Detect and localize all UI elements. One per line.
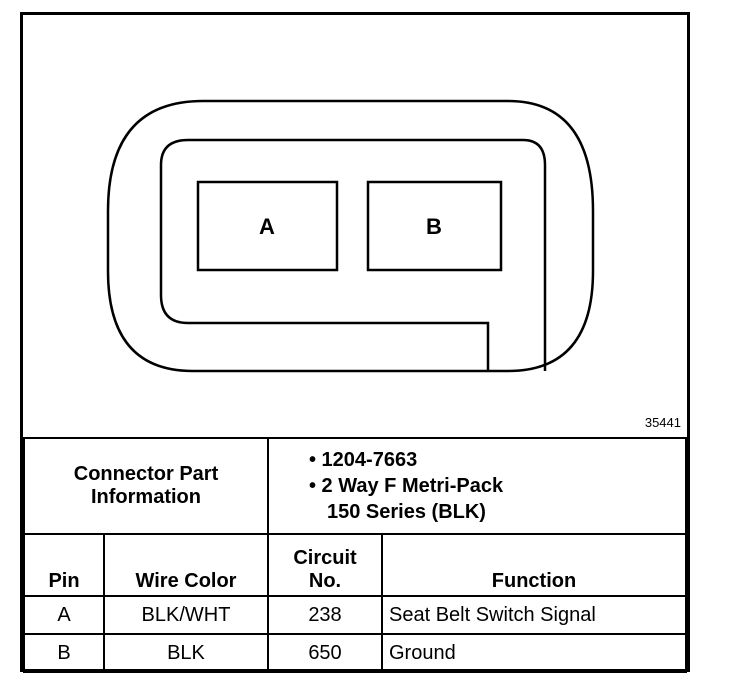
header-wire-color: Wire Color	[103, 533, 269, 597]
header-function: Function	[381, 533, 687, 597]
connector-outer-shell	[106, 99, 595, 373]
connector-inner-shell	[159, 138, 547, 371]
part-info-values: • 1204-7663 • 2 Way F Metri-Pack 150 Ser…	[267, 437, 687, 535]
pin-label-b: B	[426, 214, 442, 239]
part-info-label: Connector Part Information	[23, 437, 269, 535]
header-pin: Pin	[23, 533, 105, 597]
pin-cavity-a	[196, 180, 339, 272]
pin-label-a: A	[259, 214, 275, 239]
figure-number: 35441	[644, 415, 681, 430]
header-circuit: Circuit No.	[267, 533, 383, 597]
part-info-row: Connector Part Information • 1204-7663 •…	[23, 437, 687, 535]
part-number: • 1204-7663	[309, 449, 418, 471]
table-row: A BLK/WHT 238 Seat Belt Switch Signal	[23, 595, 687, 635]
table-header-row: Pin Wire Color Circuit No. Function	[23, 533, 687, 597]
connector-face-drawing	[106, 99, 595, 373]
connector-diagram-frame: A B 35441 Connector Part Information • 1…	[20, 12, 690, 673]
pin-cavity-b	[366, 180, 503, 272]
connector-info-table: Connector Part Information • 1204-7663 •…	[23, 437, 687, 673]
part-description: • 2 Way F Metri-Pack	[309, 475, 504, 497]
table-row: B BLK 650 Ground	[23, 633, 687, 673]
